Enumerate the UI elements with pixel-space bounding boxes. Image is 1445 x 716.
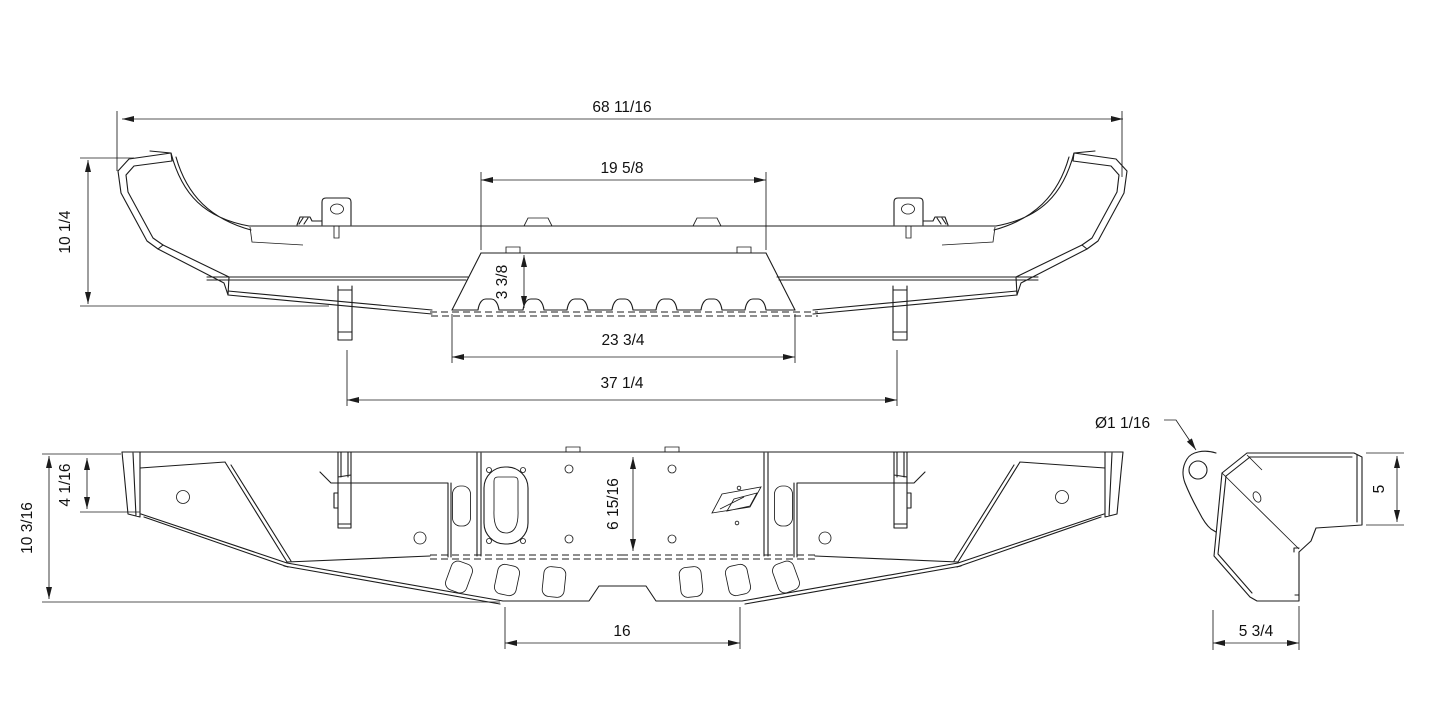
logo-outline — [711, 486, 762, 514]
front-lower-edge — [227, 290, 433, 315]
step-outline — [451, 252, 796, 311]
panel-hole — [564, 464, 574, 474]
dim-overall-depth: 10 1/4 — [57, 157, 329, 307]
dim-step-base-width: 23 3/4 — [451, 314, 796, 363]
shackle-hole — [1188, 460, 1208, 480]
dim-overall-height: 10 3/16 — [19, 453, 500, 603]
top-view: 68 11/16 19 5/8 10 1/4 3 3/8 23 3/4 37 1… — [57, 99, 1128, 406]
hitch-post — [337, 285, 353, 341]
dim-text-cap-height: 5 — [1371, 485, 1388, 494]
wing-face — [139, 461, 292, 568]
body-hole — [1252, 491, 1262, 503]
recess-panel-edges — [476, 452, 769, 557]
extension-lines — [346, 350, 898, 406]
wing-face-hole — [176, 490, 190, 504]
shackle-tab — [1182, 450, 1217, 533]
skid-slot — [541, 566, 567, 598]
dim-text-bracket-span: 37 1/4 — [600, 375, 643, 392]
leader-line — [1164, 419, 1197, 451]
dim-center-panel-height: 6 15/16 — [605, 457, 636, 551]
screw-hole — [520, 538, 526, 544]
dim-text-end-height: 4 1/16 — [57, 463, 74, 506]
dim-text-overall-width: 68 11/16 — [592, 99, 651, 116]
screw-hole — [520, 467, 526, 473]
dim-text-hole-diameter: Ø1 1/16 — [1095, 415, 1150, 432]
frame-bracket — [296, 197, 352, 226]
end-cap — [121, 451, 141, 518]
dim-overall-width: 68 11/16 — [116, 99, 1123, 177]
sensor-tabs — [505, 246, 752, 253]
dim-base-width: 5 3/4 — [1212, 606, 1300, 650]
step-scalloped-edge — [451, 298, 796, 311]
light-cutout-inner — [493, 476, 519, 534]
front-view-right-half — [621, 446, 1124, 605]
end-cap-outline — [117, 150, 173, 250]
skid-slot — [445, 560, 473, 594]
face-hole — [413, 531, 427, 545]
logo-screw — [734, 520, 740, 526]
fold-crease — [1221, 454, 1300, 550]
wing-bend-curves — [170, 152, 252, 231]
light-cutout-outer — [483, 466, 529, 545]
dim-text-center-panel-height: 6 15/16 — [605, 478, 622, 530]
dim-cap-height: 5 — [1366, 452, 1404, 526]
body-outline — [1221, 452, 1363, 553]
extension-lines — [80, 157, 329, 307]
shackle-post — [333, 451, 352, 529]
dim-end-height: 4 1/16 — [57, 458, 140, 513]
dim-text-overall-depth: 10 1/4 — [57, 210, 74, 253]
logo-screw — [736, 485, 742, 491]
top-view-left-half — [117, 150, 624, 341]
wing-recess-notch — [249, 226, 304, 246]
dim-text-step-base-width: 23 3/4 — [601, 332, 644, 349]
skid-slot — [493, 563, 521, 597]
mount-tab — [523, 217, 553, 227]
dim-text-base-width: 5 3/4 — [1239, 623, 1274, 640]
dim-text-step-depth: 3 3/8 — [494, 265, 511, 299]
front-top-edge — [206, 276, 469, 281]
dim-text-overall-height: 10 3/16 — [19, 502, 36, 554]
extension-lines — [1366, 452, 1404, 526]
wing-lower-edge — [157, 244, 230, 296]
lower-outline — [1213, 472, 1300, 602]
panel-hole — [667, 464, 677, 474]
extension-lines — [480, 172, 767, 250]
tread-serration — [430, 554, 623, 560]
frame-bracket-pin — [333, 226, 340, 239]
dim-step-depth: 3 3/8 — [494, 255, 527, 308]
skid-diagonal-edge — [283, 562, 504, 605]
front-view-left-half — [121, 446, 624, 605]
side-slot-cutout — [452, 485, 471, 527]
extension-lines — [42, 453, 500, 603]
step-plate — [430, 246, 818, 317]
license-plate-recess — [476, 452, 769, 557]
band-fold — [286, 471, 452, 563]
dim-bracket-span: 37 1/4 — [346, 350, 898, 406]
tread-serration — [430, 311, 818, 317]
dim-text-step-top-width: 19 5/8 — [600, 160, 643, 177]
dim-cutout-width: 16 — [504, 607, 741, 649]
front-view: 10 3/16 4 1/16 6 15/16 16 — [19, 446, 1124, 649]
frame-bracket-hole — [330, 203, 344, 215]
panel-hole — [667, 534, 677, 544]
panel-hole — [564, 534, 574, 544]
dim-text-cutout-width: 16 — [613, 623, 630, 640]
dim-step-top-width: 19 5/8 — [480, 160, 767, 250]
dim-hole-diameter: Ø1 1/16 — [1095, 415, 1197, 451]
skid-slots — [445, 560, 567, 598]
extension-lines — [116, 111, 1123, 177]
screw-hole — [486, 467, 492, 473]
screw-hole — [486, 538, 492, 544]
bottom-edge — [502, 585, 624, 602]
manufacturer-logo — [711, 485, 762, 526]
top-tab — [565, 446, 581, 452]
side-end-view: Ø1 1/16 5 5 3/4 — [1095, 415, 1404, 650]
